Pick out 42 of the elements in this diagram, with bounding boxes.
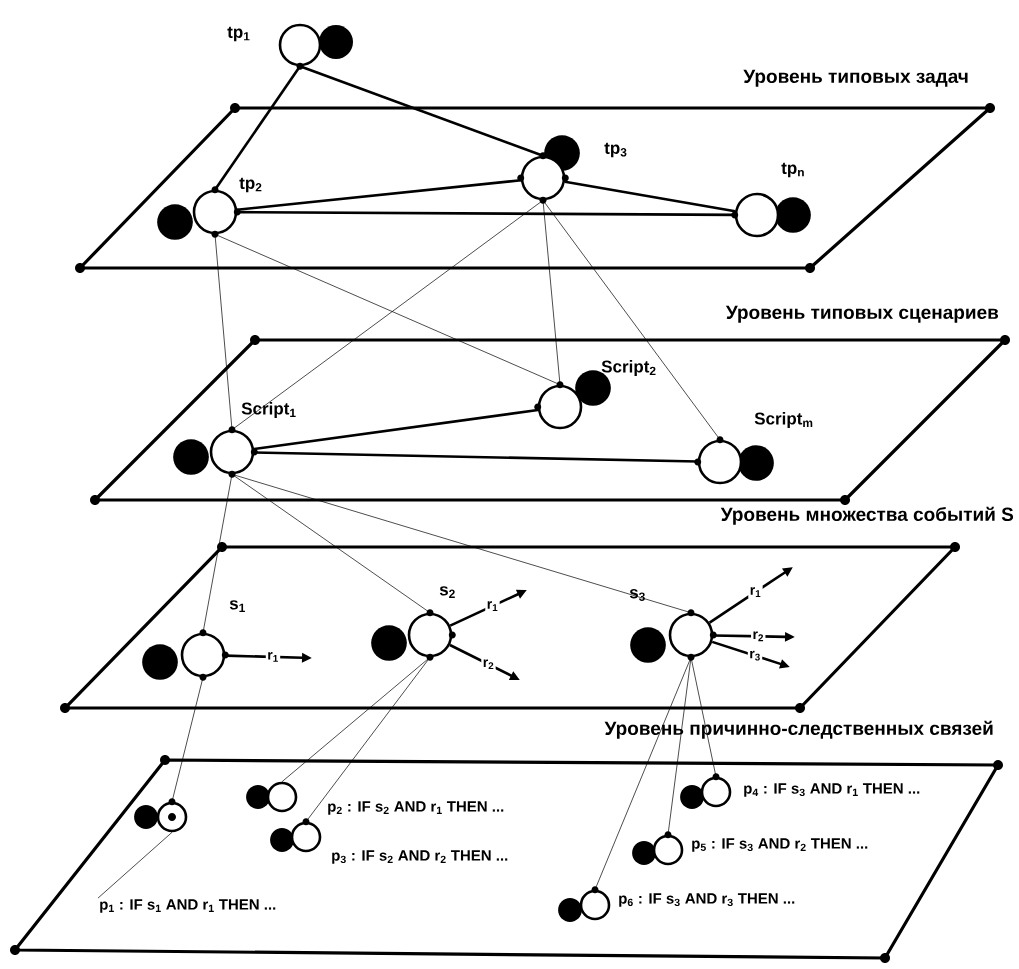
- connector-line: [97, 831, 173, 899]
- level-title: Уровень типовых задач: [743, 69, 968, 87]
- node-label: tp$_{1}$: [227, 26, 250, 42]
- connector-line: [253, 408, 539, 451]
- node-label: p$_{6}$ : IF s$_{3}$ AND r$_{3}$ THEN ...: [619, 893, 795, 907]
- edge-label: r$_{2}$: [481, 657, 496, 671]
- level-title: Уровень множества событий S: [720, 506, 1014, 525]
- node-label: p$_{2}$ : IF s$_{2}$ AND r$_{1}$ THEN ...: [328, 801, 504, 815]
- level-title: Уровень причинно-следственных связей: [604, 720, 993, 739]
- node-label: Script$_{m}$: [754, 412, 813, 428]
- connector-line: [231, 199, 544, 431]
- connector-line: [281, 656, 431, 783]
- node-label: s$_{1}$: [229, 600, 245, 612]
- connector-line: [213, 65, 302, 191]
- node-label: p$_{4}$ : IF s$_{3}$ AND r$_{1}$ THEN ...: [744, 783, 920, 797]
- connector-line: [214, 233, 561, 386]
- node-label: tp$_{n}$: [781, 162, 804, 178]
- connector-line: [305, 656, 431, 823]
- connector-line: [237, 210, 735, 217]
- node-label: p$_{3}$ : IF s$_{2}$ AND r$_{2}$ THEN ...: [332, 850, 508, 864]
- edge-label: r$_{1}$: [748, 585, 763, 599]
- node-label: tp$_{3}$: [604, 142, 627, 158]
- connector-line: [299, 65, 544, 157]
- edge-label: r$_{2}$: [751, 629, 766, 643]
- connector-line: [564, 180, 736, 213]
- connector-line: [231, 473, 692, 614]
- circle-with-token: [134, 798, 188, 833]
- connector-line: [237, 179, 521, 211]
- node-label: s$_{3}$: [629, 589, 645, 601]
- connector-line: [542, 199, 721, 441]
- level-title: Уровень типовых сценариев: [725, 305, 999, 323]
- node-label: p$_{5}$ : IF s$_{3}$ AND r$_{2}$ THEN ...: [692, 838, 868, 852]
- node-label: tp$_{2}$: [239, 177, 262, 193]
- edge-label: r$_{1}$: [265, 650, 281, 664]
- connector-line: [231, 473, 431, 614]
- node-label: Script$_{2}$: [601, 360, 656, 376]
- node-label: Script$_{1}$: [241, 402, 296, 418]
- node-label: s$_{2}$: [439, 586, 455, 598]
- connector-line: [254, 451, 698, 463]
- edge-label: r$_{1}$: [485, 599, 500, 613]
- edge-label: r$_{3}$: [747, 649, 763, 663]
- rule-text: p$_{1}$ : IF s$_{1}$ AND r$_{1}$ THEN ...: [100, 899, 276, 913]
